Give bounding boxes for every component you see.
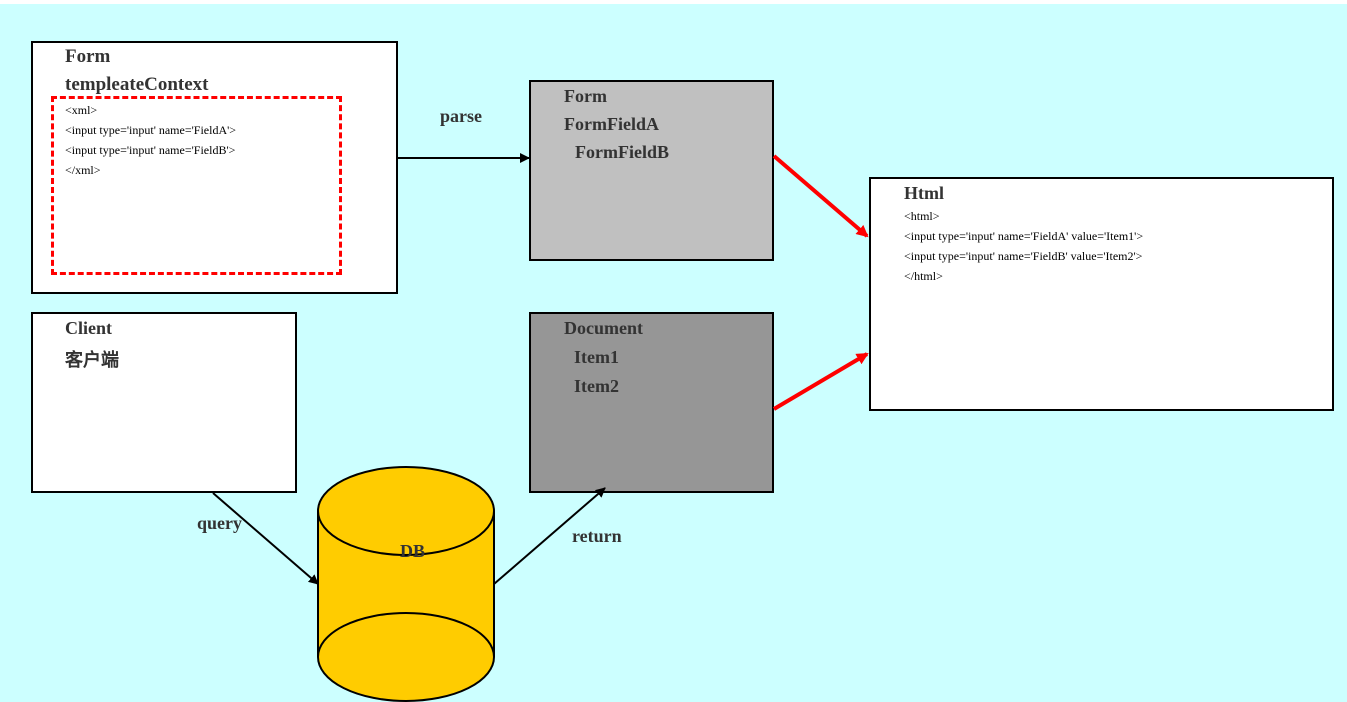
db-cylinder xyxy=(317,466,495,702)
parse-label: parse xyxy=(440,106,482,126)
template-code-line-2: <input type='input' name='FieldA'> xyxy=(65,123,237,137)
client-title: Client xyxy=(65,318,112,338)
template-context-dashed-box xyxy=(51,96,342,275)
html-code-line-3: <input type='input' name='FieldB' value=… xyxy=(904,249,1143,263)
form-template-box xyxy=(31,41,398,294)
template-code-line-3: <input type='input' name='FieldB'> xyxy=(65,143,236,157)
db-label: DB xyxy=(400,541,426,561)
template-code-line-1: <xml> xyxy=(65,103,98,117)
form-template-title: Form xyxy=(65,46,111,67)
form-template-subtitle: templeateContext xyxy=(65,74,209,95)
document-box xyxy=(529,312,774,493)
form-parsed-title: Form xyxy=(564,86,607,106)
query-arrow xyxy=(212,492,319,585)
form-parsed-field-b: FormFieldB xyxy=(575,142,669,162)
html-code-line-4: </html> xyxy=(904,269,943,283)
form-parsed-box xyxy=(529,80,774,261)
document-item1: Item1 xyxy=(574,347,619,367)
form-to-html-arrow xyxy=(772,154,869,238)
template-code-line-4: </xml> xyxy=(65,163,101,177)
return-label: return xyxy=(572,526,622,546)
client-subtitle: 客户端 xyxy=(65,350,119,370)
return-arrow xyxy=(493,487,606,585)
document-title: Document xyxy=(564,318,643,338)
query-label: query xyxy=(197,513,242,533)
client-box xyxy=(31,312,297,493)
html-output-box xyxy=(869,177,1334,411)
html-code-line-2: <input type='input' name='FieldA' value=… xyxy=(904,229,1144,243)
html-output-title: Html xyxy=(904,183,944,203)
document-item2: Item2 xyxy=(574,376,619,396)
html-code-line-1: <html> xyxy=(904,209,940,223)
document-to-html-arrow xyxy=(772,352,869,411)
form-parsed-field-a: FormFieldA xyxy=(564,114,659,134)
